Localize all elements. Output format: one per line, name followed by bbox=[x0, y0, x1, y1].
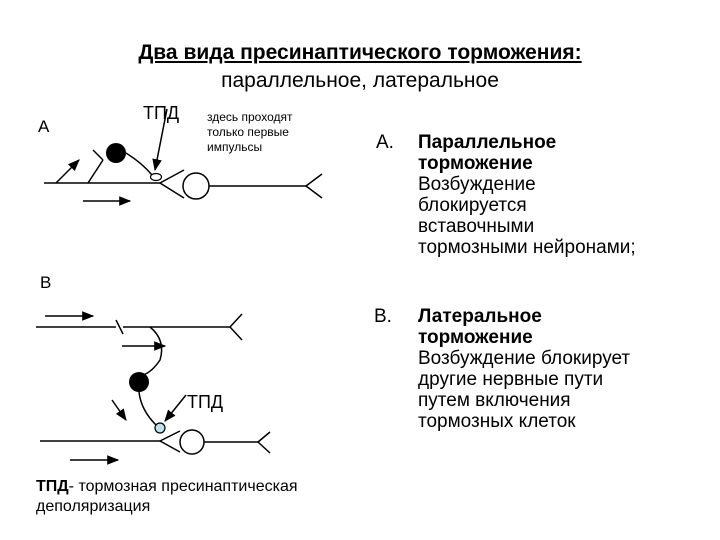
b-inhibitory-terminal bbox=[154, 422, 166, 434]
section-a-marker: А. bbox=[376, 132, 394, 153]
section-a-body: Параллельное торможение Возбуждение блок… bbox=[418, 132, 636, 258]
section-a-head-2: торможение bbox=[418, 153, 533, 174]
a-branch-tick bbox=[92, 149, 104, 161]
section-b-text-3: путем включения bbox=[418, 390, 571, 411]
section-b-text-4: тормозных клеток bbox=[418, 411, 576, 432]
a-post-term-upper bbox=[305, 173, 323, 187]
b-postsynaptic-neuron bbox=[179, 429, 205, 455]
diagram-b-letter: В bbox=[40, 273, 52, 292]
note-line-2: только первые bbox=[207, 125, 289, 139]
b-inhibitory-neuron bbox=[129, 372, 149, 392]
b-tpd-pointer bbox=[164, 394, 187, 422]
a-inhibitory-terminal bbox=[149, 172, 163, 182]
section-b-marker: В. bbox=[374, 306, 392, 327]
footnote-abbr: ТПД bbox=[36, 478, 69, 495]
b-upper-tick bbox=[115, 319, 124, 335]
a-interneuron-axon bbox=[125, 152, 153, 176]
a-inhibitory-neuron bbox=[106, 143, 126, 163]
diagram-a-letter: А bbox=[38, 117, 50, 136]
section-b-text-1: Возбуждение блокирует bbox=[418, 348, 631, 369]
a-tpd-pointer bbox=[152, 108, 168, 172]
b-upper-term-upper bbox=[229, 313, 243, 328]
b-lower-fork-upper bbox=[159, 430, 181, 442]
diagram-a-note: здесь проходят только первые импульсы bbox=[207, 110, 292, 155]
section-b-head-1: Латеральное bbox=[418, 306, 542, 327]
diagram-a-tpd-label: ТПД bbox=[143, 103, 180, 123]
a-post-term-lower bbox=[305, 185, 323, 199]
section-a-head-1: Параллельное bbox=[418, 132, 557, 153]
note-line-3: импульсы bbox=[207, 140, 263, 154]
footnote-line-2: деполяризация bbox=[36, 498, 151, 515]
b-post-term-lower bbox=[257, 441, 271, 454]
section-b-body: Латеральное торможение Возбуждение блоки… bbox=[418, 306, 630, 432]
diagram-b bbox=[36, 311, 271, 465]
note-line-1: здесь проходят bbox=[207, 110, 293, 124]
b-upper-term-lower bbox=[229, 326, 243, 341]
b-lower-fork-lower bbox=[159, 440, 181, 453]
a-branch bbox=[87, 159, 104, 184]
page-subtitle: параллельное, латеральное bbox=[221, 69, 499, 92]
section-a-text-3: вставочными bbox=[418, 216, 535, 237]
section-b-text-2: другие нервные пути bbox=[418, 369, 604, 390]
a-postsynaptic-neuron bbox=[182, 172, 210, 200]
section-a-text-4: тормозными нейронами; bbox=[418, 237, 636, 258]
section-a-text-1: Возбуждение bbox=[418, 174, 536, 195]
diagram-b-tpd-label: ТПД bbox=[187, 392, 224, 412]
b-collateral bbox=[142, 326, 163, 376]
footnote-line-1: ТПД- тормозная пресинаптическая bbox=[36, 477, 298, 497]
footnote: ТПД- тормозная пресинаптическая деполяри… bbox=[36, 477, 298, 517]
footnote-rest: - тормозная пресинаптическая bbox=[68, 478, 298, 495]
section-a-text-2: блокируется bbox=[418, 195, 527, 216]
section-b-head-2: торможение bbox=[418, 327, 533, 348]
b-interneuron-axon bbox=[138, 391, 157, 426]
a-input-arrow bbox=[55, 159, 80, 184]
page-title: Два вида пресинаптического торможения: bbox=[138, 41, 582, 64]
b-post-term-upper bbox=[257, 431, 271, 443]
a-fork-lower bbox=[159, 182, 185, 199]
a-fork-upper bbox=[159, 169, 185, 184]
b-interneuron-arrow bbox=[111, 399, 127, 421]
diagram-a bbox=[44, 108, 323, 206]
